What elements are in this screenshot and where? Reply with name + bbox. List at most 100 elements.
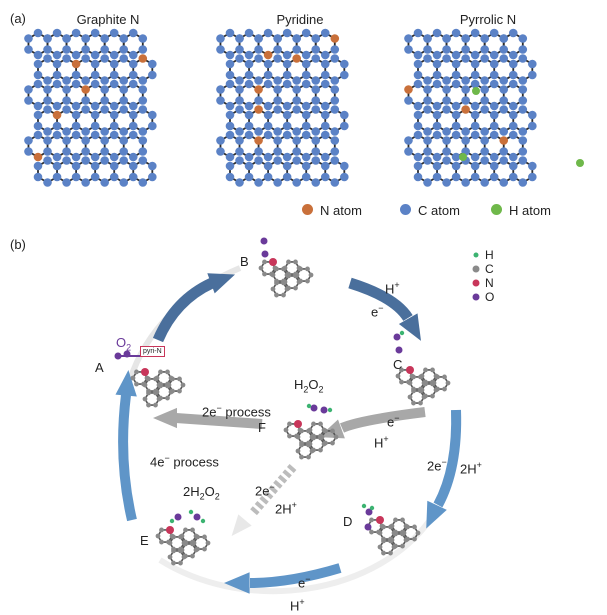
c-atom (340, 110, 349, 120)
arrow-a-to-b (152, 278, 215, 343)
legend-b-dot (473, 252, 479, 258)
c-atom (489, 110, 499, 120)
molecule-a-c-atom (146, 402, 151, 408)
c-atom (43, 45, 52, 54)
molecule-a-c-atom (158, 383, 163, 389)
legend-h-atom-label: H atom (509, 203, 551, 218)
c-atom (71, 172, 81, 182)
o-atom (395, 346, 403, 354)
molecule-a-c-atom (130, 375, 136, 381)
molecule-e-c-atom (159, 539, 164, 545)
molecule-f-c-atom (311, 435, 316, 441)
c-atom (128, 152, 138, 162)
c-atom (330, 85, 340, 94)
c-atom (43, 96, 52, 105)
legend-h-atom-dot (491, 204, 502, 215)
c-atom (432, 130, 442, 140)
c-atom (225, 59, 235, 69)
c-atom (43, 54, 52, 63)
c-atom (470, 70, 480, 80)
c-atom (292, 136, 301, 145)
molecule-c-c-atom (395, 373, 401, 379)
c-atom (330, 127, 340, 136)
c-atom (480, 76, 489, 85)
c-atom (273, 105, 282, 114)
c-atom (90, 161, 100, 171)
c-atom (461, 136, 470, 145)
arrowhead-f-to-a (153, 407, 177, 429)
c-atom (235, 105, 244, 114)
c-atom (489, 79, 499, 89)
c-atom (301, 121, 311, 131)
c-atom (119, 45, 129, 54)
c-atom (480, 147, 489, 156)
c-atom (330, 45, 340, 54)
c-atom (413, 161, 423, 171)
c-atom (43, 127, 52, 136)
c-atom (413, 110, 423, 120)
c-atom (235, 85, 244, 94)
c-atom (100, 45, 109, 54)
o-atom (261, 250, 269, 258)
molecule-f-c-atom (287, 433, 292, 439)
c-atom (451, 59, 461, 69)
molecule-f-c-atom (318, 421, 323, 427)
c-atom (518, 105, 528, 114)
panel-a-label: (a) (10, 11, 26, 26)
molecule-f-c-atom (299, 442, 304, 448)
c-atom (480, 85, 489, 94)
c-atom (263, 79, 273, 89)
c-atom (109, 70, 119, 80)
c-atom (320, 59, 330, 69)
state-a-label: A (95, 360, 104, 375)
c-atom (311, 127, 321, 136)
c-atom (301, 152, 311, 162)
c-atom (499, 127, 509, 136)
c-atom (100, 127, 109, 136)
c-atom (254, 178, 263, 187)
c-atom (71, 101, 81, 111)
c-atom (109, 161, 119, 171)
c-atom (480, 96, 489, 105)
state-d-label: D (343, 514, 353, 529)
h-atom (369, 505, 375, 511)
molecule-e-c-atom (183, 527, 188, 533)
molecule-b-c-atom (305, 266, 310, 272)
c-atom (244, 121, 254, 131)
c-atom (442, 178, 451, 187)
molecule-f-c-atom (295, 434, 301, 440)
arrowhead-c-to-d (426, 500, 447, 529)
c-atom (100, 96, 109, 105)
c-atom (508, 70, 518, 80)
molecule-e-c-atom (202, 534, 207, 540)
c-atom (273, 34, 282, 43)
molecule-b-n-atom (269, 258, 277, 266)
c-atom (470, 172, 480, 182)
c-atom (62, 156, 71, 165)
c-atom (273, 45, 282, 54)
h-atom (327, 407, 333, 413)
c-atom (489, 121, 499, 131)
c-atom (100, 85, 109, 94)
molecule-b-c-atom (258, 265, 264, 271)
c-atom (470, 59, 480, 69)
c-atom (451, 130, 461, 140)
molecule-f-c-atom (318, 447, 323, 453)
molecule-b-c-atom (298, 278, 303, 284)
molecule-c-c-atom (431, 380, 437, 386)
molecule-a-c-atom (165, 369, 170, 375)
c-atom (254, 76, 263, 85)
c-atom (282, 70, 292, 80)
c-atom (432, 28, 442, 38)
c-atom (282, 50, 292, 60)
legend-n-atom-dot (302, 204, 313, 215)
c-atom (499, 178, 509, 187)
c-atom (340, 172, 349, 182)
c-atom (71, 28, 81, 38)
c-atom (292, 34, 301, 43)
c-atom (119, 34, 129, 43)
c-atom (301, 70, 311, 80)
c-atom (508, 110, 518, 120)
c-atom (311, 156, 321, 165)
c-atom (90, 70, 100, 80)
